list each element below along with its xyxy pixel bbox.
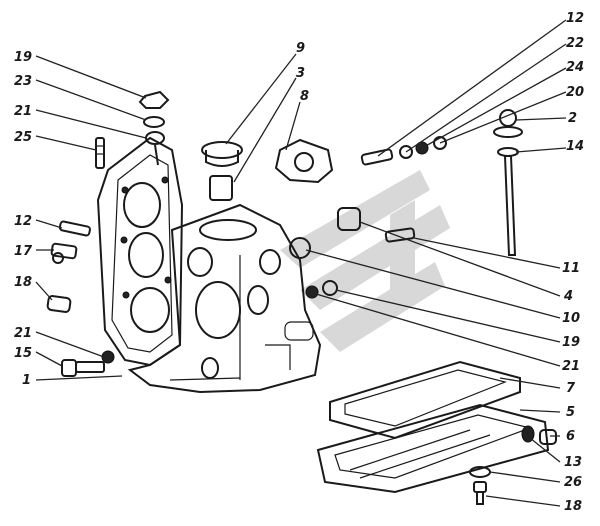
- label-10: 10: [562, 311, 580, 326]
- label-20: 20: [566, 85, 584, 100]
- label-19-right: 19: [562, 335, 580, 350]
- label-13: 13: [564, 455, 582, 470]
- oil-pan-5: [316, 403, 550, 494]
- label-24: 24: [566, 60, 584, 75]
- leader-lines: [35, 19, 567, 507]
- label-19-top: 19: [14, 50, 32, 65]
- label-21-right: 21: [562, 359, 580, 374]
- part-labels: 19 23 21 25 12 17 18 21 15 1 9 3 8 12 22…: [14, 11, 584, 514]
- dipstick: [493, 109, 523, 256]
- right-fasteners: [289, 136, 447, 299]
- label-6: 6: [566, 429, 575, 444]
- label-25: 25: [14, 130, 32, 145]
- label-11: 11: [562, 261, 580, 276]
- crankcase-block: [127, 203, 322, 394]
- label-4: 4: [563, 289, 573, 304]
- label-21-left: 21: [14, 326, 32, 341]
- label-23: 23: [14, 74, 32, 89]
- label-22: 22: [566, 36, 584, 51]
- gasket-7: [329, 360, 521, 440]
- label-26: 26: [564, 475, 582, 490]
- cap-9: [201, 141, 243, 201]
- label-12-right: 12: [566, 11, 584, 26]
- label-15: 15: [14, 346, 32, 361]
- gasket-8: [274, 138, 334, 184]
- left-bolts: [46, 220, 91, 313]
- label-5: 5: [566, 405, 575, 420]
- label-7: 7: [566, 381, 576, 396]
- label-14: 14: [566, 139, 584, 154]
- label-21-top: 21: [14, 104, 32, 119]
- bolt-15: [61, 350, 115, 377]
- stud-25: [95, 137, 105, 169]
- label-8: 8: [300, 89, 309, 104]
- label-18-right: 18: [564, 499, 582, 514]
- label-12-left: 12: [14, 214, 32, 229]
- front-cover-part: [96, 136, 184, 367]
- label-9: 9: [296, 41, 305, 56]
- label-18-left: 18: [14, 275, 32, 290]
- watermark-logo: [280, 170, 450, 352]
- label-2: 2: [568, 111, 577, 126]
- label-17: 17: [14, 244, 33, 259]
- label-1: 1: [22, 373, 31, 388]
- label-3: 3: [296, 66, 305, 81]
- top-fasteners: [138, 90, 170, 166]
